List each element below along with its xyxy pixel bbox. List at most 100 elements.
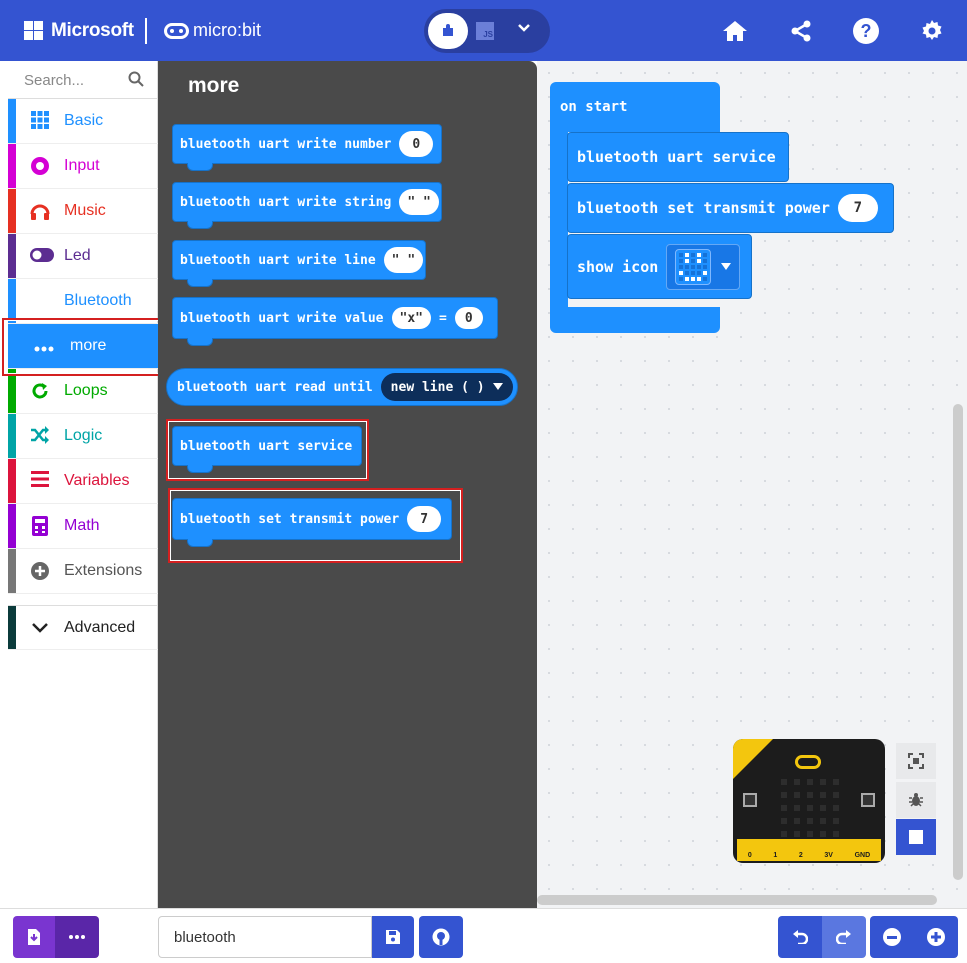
- more-options-button[interactable]: [55, 916, 99, 958]
- home-button[interactable]: [718, 14, 752, 48]
- category-label: Variables: [64, 472, 130, 489]
- search-icon[interactable]: [128, 71, 144, 92]
- category-input[interactable]: Input: [8, 144, 158, 189]
- category-logic[interactable]: Logic: [8, 414, 158, 459]
- minus-icon: [883, 928, 901, 946]
- category-variables[interactable]: Variables: [8, 459, 158, 504]
- header-divider: [145, 18, 147, 44]
- string-input[interactable]: " ": [383, 247, 424, 273]
- block-uart-read-until[interactable]: bluetooth uart read until new line ( ): [166, 368, 518, 406]
- blocks-mode-button[interactable]: [428, 13, 468, 49]
- block-label: bluetooth uart write value: [180, 310, 384, 326]
- category-extensions[interactable]: Extensions: [8, 549, 158, 594]
- microsoft-brand[interactable]: Microsoft: [51, 20, 134, 41]
- string-input[interactable]: " ": [399, 189, 439, 215]
- category-label: more: [70, 337, 107, 354]
- bug-icon: [909, 793, 923, 807]
- block-uart-write-value[interactable]: bluetooth uart write value "x" = 0: [172, 297, 498, 346]
- category-label: Bluetooth: [64, 292, 132, 309]
- microbit-logo-icon: [164, 23, 189, 39]
- key-input[interactable]: "x": [391, 307, 431, 329]
- touch-logo[interactable]: [795, 755, 821, 769]
- bottom-bar: [0, 908, 967, 963]
- category-more[interactable]: more: [8, 324, 158, 369]
- project-name-input[interactable]: [158, 916, 372, 958]
- help-button[interactable]: ?: [849, 14, 883, 48]
- category-music[interactable]: Music: [8, 189, 158, 234]
- header-bar: Microsoft micro:bit JS ?: [0, 0, 967, 61]
- ws-block-set-transmit-power[interactable]: bluetooth set transmit power 7: [567, 183, 894, 233]
- category-stripe: [8, 99, 16, 143]
- save-icon: [386, 930, 400, 944]
- block-uart-write-number[interactable]: bluetooth uart write number 0: [172, 124, 442, 171]
- category-basic[interactable]: Basic: [8, 99, 158, 144]
- search-input[interactable]: Search...: [24, 72, 85, 89]
- delimiter-dropdown[interactable]: new line ( ): [380, 373, 513, 401]
- pin-label: 3V: [824, 852, 833, 859]
- category-led[interactable]: Led: [8, 234, 158, 279]
- pin-label[interactable]: 2: [798, 852, 803, 859]
- redo-button[interactable]: [822, 916, 866, 958]
- block-set-transmit-power[interactable]: bluetooth set transmit power 7: [172, 498, 452, 547]
- button-b[interactable]: [861, 793, 875, 807]
- share-button[interactable]: [784, 14, 818, 48]
- share-icon: [791, 20, 811, 42]
- toolbox-search[interactable]: Search...: [8, 61, 158, 99]
- icon-dropdown[interactable]: [666, 243, 741, 290]
- category-label: Extensions: [64, 562, 143, 579]
- caret-down-icon: [721, 262, 732, 270]
- fullscreen-icon: [908, 753, 924, 769]
- undo-button[interactable]: [778, 916, 822, 958]
- zoom-out-button[interactable]: [870, 916, 914, 958]
- button-a[interactable]: [743, 793, 757, 807]
- toolbox: Search... Basic Input Music Led Blu: [8, 61, 158, 908]
- plus-circle-icon: [30, 561, 50, 581]
- undo-icon: [793, 930, 808, 944]
- github-button[interactable]: [419, 916, 463, 958]
- on-start-block[interactable]: on start: [550, 82, 720, 333]
- javascript-mode-button[interactable]: JS: [476, 22, 494, 40]
- dropdown-value: new line ( ): [390, 379, 485, 395]
- target-icon: [30, 156, 50, 176]
- list-icon: [30, 471, 50, 491]
- category-advanced[interactable]: Advanced: [8, 605, 158, 650]
- zoom-in-button[interactable]: [914, 916, 958, 958]
- editor-mode-toggle: JS: [424, 9, 550, 53]
- puzzle-icon: [443, 24, 453, 36]
- download-button[interactable]: [13, 916, 55, 958]
- ws-block-uart-service[interactable]: bluetooth uart service: [567, 132, 789, 182]
- category-label: Math: [64, 517, 100, 534]
- block-uart-write-line[interactable]: bluetooth uart write line " ": [172, 240, 426, 287]
- led-smiley-icon: [675, 248, 712, 285]
- fullscreen-button[interactable]: [896, 743, 936, 779]
- category-label: Loops: [64, 382, 108, 399]
- pin-label[interactable]: 0: [747, 852, 752, 859]
- debug-button[interactable]: [896, 782, 936, 818]
- chevron-down-icon: [30, 618, 50, 638]
- language-dropdown-chevron-icon[interactable]: [516, 20, 532, 41]
- save-button[interactable]: [372, 916, 414, 958]
- value-input[interactable]: 0: [454, 307, 483, 329]
- category-label: Input: [64, 157, 100, 174]
- category-math[interactable]: Math: [8, 504, 158, 549]
- microbit-simulator[interactable]: 0 1 2 3V GND: [733, 739, 885, 863]
- block-uart-write-string[interactable]: bluetooth uart write string " ": [172, 182, 442, 229]
- product-name[interactable]: micro:bit: [193, 20, 262, 40]
- category-bluetooth[interactable]: Bluetooth: [8, 279, 158, 324]
- edge-connector: 0 1 2 3V GND: [737, 839, 881, 861]
- horizontal-scrollbar[interactable]: [537, 895, 937, 905]
- settings-button[interactable]: [915, 14, 949, 48]
- loop-icon: [30, 381, 50, 401]
- caret-down-icon: [492, 383, 503, 390]
- vertical-scrollbar[interactable]: [953, 404, 963, 880]
- block-label: bluetooth uart write line: [180, 252, 376, 268]
- block-uart-service[interactable]: bluetooth uart service: [172, 426, 362, 473]
- power-input[interactable]: 7: [407, 506, 442, 532]
- stop-simulator-button[interactable]: [896, 819, 936, 855]
- category-loops[interactable]: Loops: [8, 369, 158, 414]
- pin-label[interactable]: 1: [773, 852, 778, 859]
- block-label: bluetooth set transmit power: [577, 199, 830, 217]
- number-input[interactable]: 0: [399, 131, 434, 157]
- ws-block-show-icon[interactable]: show icon: [567, 234, 752, 299]
- power-input[interactable]: 7: [837, 194, 878, 222]
